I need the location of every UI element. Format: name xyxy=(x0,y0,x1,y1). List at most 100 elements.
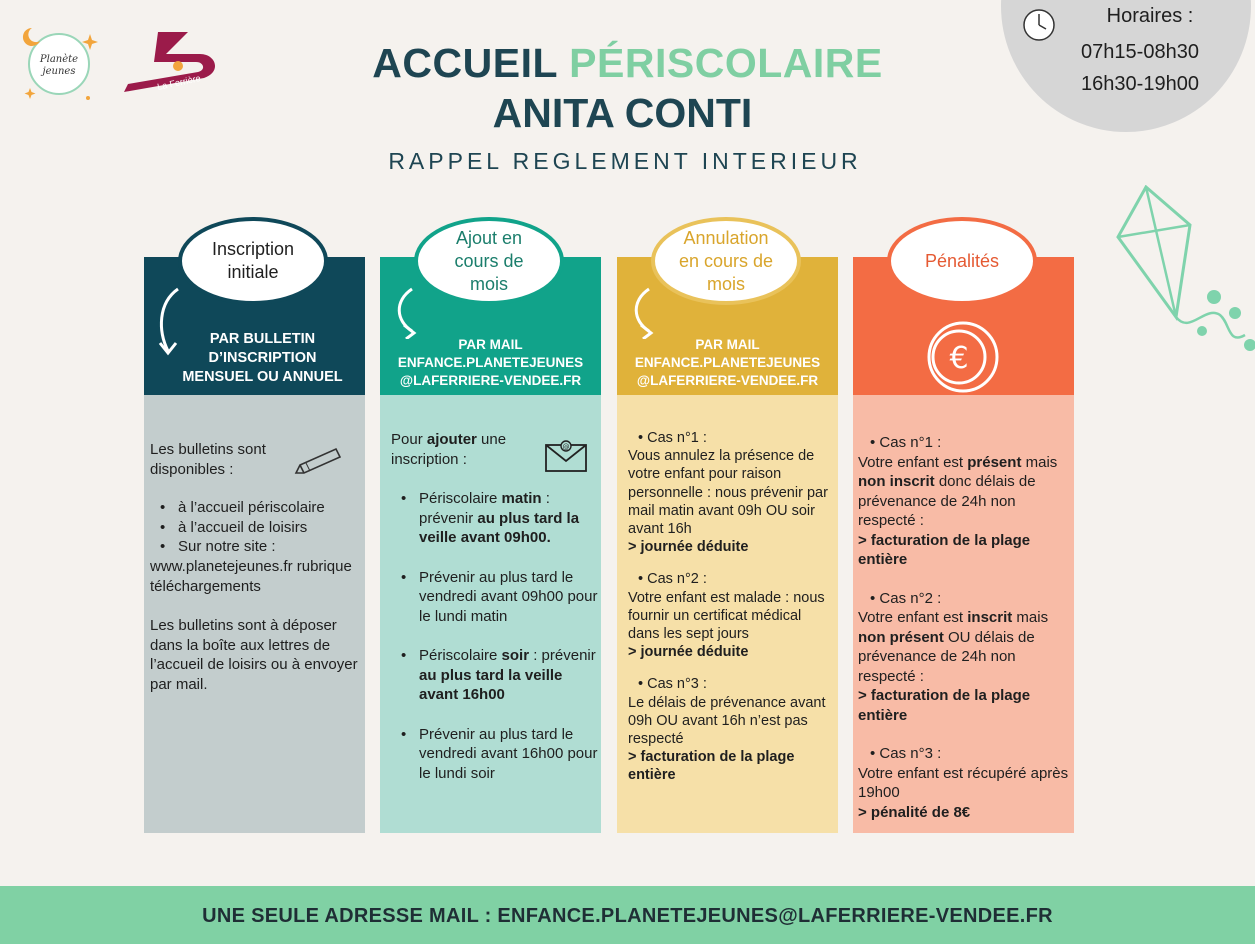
case3-result: > facturation de la plage entière xyxy=(628,749,795,784)
deposit-text: Les bulletins sont à déposer dans la boî… xyxy=(150,617,358,693)
b1-pre: Périscolaire xyxy=(419,490,502,507)
b1-mid: : prévenir xyxy=(419,490,550,527)
pencil-icon xyxy=(294,447,344,482)
list-item: Périscolaire matin : prévenir au plus ta… xyxy=(391,489,601,548)
header-line1: PAR BULLETIN xyxy=(209,331,316,347)
curved-arrow-icon xyxy=(629,287,659,344)
intro-bold: ajouter xyxy=(426,431,477,448)
column-pill-title: Ajout en cours de mois xyxy=(414,217,564,305)
b3-pre: Périscolaire xyxy=(419,647,502,664)
hours-slot-evening: 16h30-19h00 xyxy=(1081,73,1199,95)
case3-title: Cas n°3 : xyxy=(879,745,942,762)
footer-banner: UNE SEULE ADRESSE MAIL : ENFANCE.PLANETE… xyxy=(0,886,1255,944)
case2-title: Cas n°2 : xyxy=(647,571,707,588)
case-title: • Cas n°2 : xyxy=(870,589,942,607)
column-pill-title: Annulation en cours de mois xyxy=(651,217,801,305)
b3-bold1: soir xyxy=(501,647,530,664)
column-header-text: PAR MAIL ENFANCE.PLANETEJEUNES @LAFERRIE… xyxy=(617,336,838,390)
availability-list: à l’accueil périscolaire à l’accueil de … xyxy=(150,498,365,557)
intro-text: Les bulletins sont disponibles : xyxy=(150,441,266,478)
title-part2: PÉRISCOLAIRE xyxy=(569,40,883,86)
title-part1: ACCUEIL xyxy=(372,40,558,86)
column-header-text: PAR BULLETIN D’INSCRIPTION MENSUEL OU AN… xyxy=(144,330,365,387)
hours-label: Horaires : xyxy=(1106,5,1194,27)
page-subtitle: RAPPEL REGLEMENT INTERIEUR xyxy=(388,148,862,174)
t: mais xyxy=(1021,453,1058,471)
case3-text: Votre enfant est récupéré après 19h00 xyxy=(858,764,1069,802)
page-title-line2: ANITA CONTI xyxy=(492,90,753,136)
hours-slot-morning: 07h15-08h30 xyxy=(1081,41,1199,63)
b1-bold2: au plus tard la veille avant 09h00. xyxy=(419,509,580,547)
page-title: ACCUEIL PÉRISCOLAIRE xyxy=(0,40,1255,87)
t: non inscrit xyxy=(858,473,935,490)
t: Votre enfant est xyxy=(858,609,968,626)
header-line2: D’INSCRIPTION xyxy=(208,350,317,366)
t: Votre enfant est xyxy=(858,453,968,471)
b3-bold2: au plus tard la veille avant 16h00 xyxy=(419,666,563,704)
kite-icon xyxy=(1110,184,1255,365)
cancellation-cases: • Cas n°1 : Vous annulez la présence de … xyxy=(628,429,832,785)
case2-text: Votre enfant est malade : nous fournir u… xyxy=(628,589,825,643)
column-body xyxy=(144,395,365,833)
case3-result: > pénalité de 8€ xyxy=(858,803,971,821)
case1-title: Cas n°1 : xyxy=(647,430,707,446)
case-title: • Cas n°1 : xyxy=(870,434,942,451)
b1-bold1: matin xyxy=(501,490,542,507)
header-line2: ENFANCE.PLANETEJEUNES xyxy=(634,355,821,370)
t: donc délais de prévenance de 24h non res… xyxy=(858,473,1036,529)
list-item: à l’accueil de loisirs xyxy=(150,518,365,538)
website-text: www.planetejeunes.fr rubrique télécharge… xyxy=(150,558,352,595)
case1-text: Vous annulez la présence de votre enfant… xyxy=(628,448,828,538)
planete-jeunes-logo: Planète jeunes xyxy=(18,20,100,107)
column-penalites: Pénalités € • Cas n°1 : Votre enfant est… xyxy=(853,217,1074,833)
svg-text:€: € xyxy=(949,341,968,376)
list-item: Prévenir au plus tard le vendredi avant … xyxy=(391,725,601,784)
pill-line2: en cours de xyxy=(678,250,774,271)
case2-result: > facturation de la plage entière xyxy=(858,687,1031,724)
pill-line1: Ajout en xyxy=(455,227,523,248)
case1-result: > journée déduite xyxy=(628,539,749,556)
svg-text:Planète: Planète xyxy=(39,54,78,65)
case-title: • Cas n°3 : xyxy=(870,745,942,762)
svg-text:@: @ xyxy=(563,443,570,451)
column-body xyxy=(853,395,1074,833)
list-item: à l’accueil périscolaire xyxy=(150,498,365,518)
list-item: Périscolaire soir : prévenir au plus tar… xyxy=(391,646,601,705)
intro-post: une inscription : xyxy=(391,431,507,468)
curved-arrow-icon xyxy=(392,287,422,344)
header-line3: MENSUEL OU ANNUEL xyxy=(182,369,343,385)
penalty-cases: • Cas n°1 : Votre enfant est présent mai… xyxy=(858,433,1070,822)
pill-line3: mois xyxy=(706,273,745,294)
header-line2: ENFANCE.PLANETEJEUNES xyxy=(397,355,584,370)
svg-text:jeunes: jeunes xyxy=(41,66,76,77)
pill-line3: mois xyxy=(469,273,508,294)
case3-text: Le délais de prévenance avant 09h OU ava… xyxy=(628,694,826,748)
list-item: Sur notre site : xyxy=(150,537,365,557)
curved-arrow-icon xyxy=(156,287,186,364)
column-pill-title: Pénalités xyxy=(887,217,1037,305)
mail-icon: @ xyxy=(544,437,588,478)
case1-title: Cas n°1 : xyxy=(879,434,942,451)
pill-line1: Annulation xyxy=(683,227,769,248)
list-item: Prévenir au plus tard le vendredi avant … xyxy=(391,568,601,627)
pill-line1: Pénalités xyxy=(924,250,1000,271)
case-title: • Cas n°2 : xyxy=(638,571,707,588)
header-line3: @LAFERRIERE-VENDEE.FR xyxy=(399,373,582,388)
intro-text: Pour ajouter une inscription : xyxy=(391,430,541,469)
pill-line1: Inscription xyxy=(211,239,295,259)
intro-pre: Pour xyxy=(391,431,427,448)
column-ajout-en-cours-de-mois: Ajout en cours de mois PAR MAIL ENFANCE.… xyxy=(380,217,601,833)
column-pill-title: Inscription initiale xyxy=(178,217,328,305)
pill-line2: cours de xyxy=(454,250,524,271)
case-title: • Cas n°1 : xyxy=(638,430,707,446)
footer-text: UNE SEULE ADRESSE MAIL : ENFANCE.PLANETE… xyxy=(202,905,1053,927)
header-line1: PAR MAIL xyxy=(458,337,523,352)
column-header-text: PAR MAIL ENFANCE.PLANETEJEUNES @LAFERRIE… xyxy=(380,336,601,390)
t: mais xyxy=(1012,609,1049,626)
t: non présent xyxy=(858,628,944,646)
header-line1: PAR MAIL xyxy=(695,337,760,352)
case-title: • Cas n°3 : xyxy=(638,676,707,693)
case2-text: Votre enfant est inscrit mais non présen… xyxy=(858,608,1070,686)
case1-result: > facturation de la plage entière xyxy=(858,531,1031,569)
t: OU délais de prévenance de 24h non respe… xyxy=(858,628,1035,685)
